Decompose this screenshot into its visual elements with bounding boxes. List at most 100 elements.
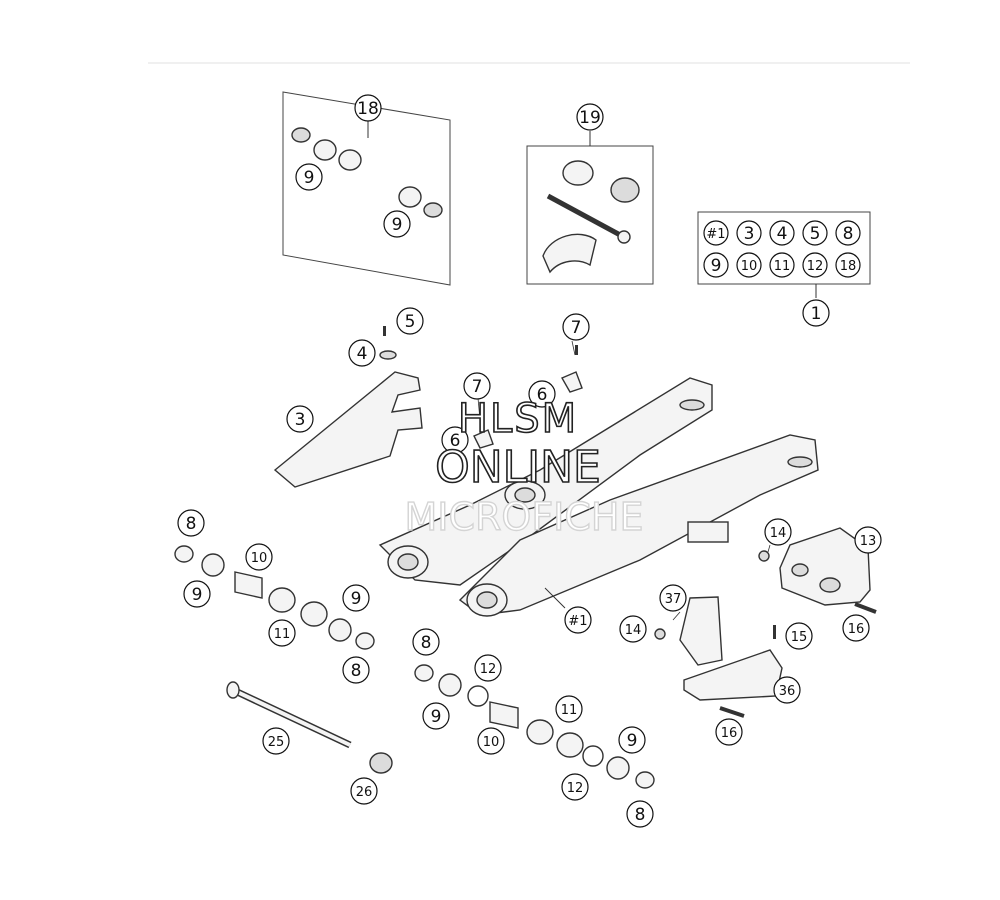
callout-12b: 12 bbox=[561, 773, 589, 801]
callout-5-label: 5 bbox=[405, 312, 416, 332]
callout-5: 5 bbox=[396, 307, 424, 335]
callout-9f: 9 bbox=[618, 726, 646, 754]
callout-12a: 12 bbox=[474, 654, 502, 682]
callout-4: 4 bbox=[348, 339, 376, 367]
fasteners-6-7 bbox=[473, 345, 583, 449]
chain-guide-13 bbox=[758, 527, 877, 614]
watermark-line-1: HLSM bbox=[458, 396, 578, 442]
callout-9c-label: 9 bbox=[192, 585, 203, 605]
callout-26-label: 26 bbox=[356, 785, 373, 800]
callout-14a: 14 bbox=[764, 518, 792, 546]
callout-14b: 14 bbox=[619, 615, 647, 643]
callout-1-label: 1 bbox=[811, 304, 822, 324]
callout-1: 1 bbox=[802, 299, 830, 327]
callout-7a: 7 bbox=[562, 313, 590, 341]
callout-9e: 9 bbox=[422, 702, 450, 730]
kit-callout-12: 12 bbox=[807, 259, 824, 274]
kit-19-group bbox=[526, 131, 654, 285]
callout-8a-label: 8 bbox=[186, 514, 197, 534]
callout-10a: 10 bbox=[245, 543, 273, 571]
callout-3-label: 3 bbox=[295, 410, 306, 430]
callout-6a: 6 bbox=[528, 380, 556, 408]
kit-callout-10: 10 bbox=[741, 259, 758, 274]
kit-callout-8: 8 bbox=[843, 224, 854, 244]
callout-8d: 8 bbox=[626, 800, 654, 828]
callout-15-label: 15 bbox=[791, 630, 808, 645]
callout-8b-label: 8 bbox=[351, 661, 362, 681]
kit-1-callouts: #1 3 4 5 8 9 10 11 12 18 bbox=[703, 220, 861, 278]
brackets-36-37 bbox=[654, 596, 783, 718]
callout-15: 15 bbox=[785, 622, 813, 650]
swingarm-body bbox=[378, 377, 819, 617]
callout-3: 3 bbox=[286, 405, 314, 433]
callout-12a-label: 12 bbox=[480, 662, 497, 677]
callout-7a-label: 7 bbox=[571, 318, 582, 338]
callout-1-main-label: #1 bbox=[568, 614, 587, 629]
kit-callout-4: 4 bbox=[777, 224, 788, 244]
callout-6b: 6 bbox=[441, 426, 469, 454]
callouts: 18 9 9 19 #1 3 4 5 8 9 10 11 12 18 1 5 4… bbox=[177, 94, 882, 828]
watermark: HLSM ONLINE MICROFICHE bbox=[404, 395, 644, 540]
kit-callout-5: 5 bbox=[810, 224, 821, 244]
kit-callout-9: 9 bbox=[711, 256, 722, 276]
callout-9d-label: 9 bbox=[351, 589, 362, 609]
callout-18-label: 18 bbox=[357, 99, 379, 119]
kit-callout-11: 11 bbox=[774, 259, 791, 274]
callout-11b-label: 11 bbox=[561, 703, 578, 718]
callout-9c: 9 bbox=[183, 580, 211, 608]
callout-16a-label: 16 bbox=[848, 622, 865, 637]
bearing-stack-lower bbox=[414, 664, 655, 789]
callout-19-label: 19 bbox=[579, 108, 601, 128]
callout-25: 25 bbox=[262, 727, 290, 755]
callout-37: 37 bbox=[659, 584, 687, 612]
kit-1-group bbox=[697, 211, 871, 298]
callout-13-label: 13 bbox=[860, 534, 877, 549]
callout-11b: 11 bbox=[555, 695, 583, 723]
callout-8c: 8 bbox=[412, 628, 440, 656]
callout-8d-label: 8 bbox=[635, 805, 646, 825]
callout-10a-label: 10 bbox=[251, 551, 268, 566]
kit-callout-18: 18 bbox=[840, 259, 857, 274]
callout-10b-label: 10 bbox=[483, 735, 500, 750]
callout-19: 19 bbox=[576, 103, 604, 131]
callout-6b-label: 6 bbox=[450, 431, 461, 451]
callout-25-label: 25 bbox=[268, 735, 285, 750]
callout-10b: 10 bbox=[477, 727, 505, 755]
kit-18-group bbox=[282, 91, 451, 286]
watermark-line-3: MICROFICHE bbox=[404, 495, 643, 539]
callout-8b: 8 bbox=[342, 656, 370, 684]
callout-9f-label: 9 bbox=[627, 731, 638, 751]
kit-callout-1: #1 bbox=[706, 227, 725, 242]
callout-11a-label: 11 bbox=[274, 627, 291, 642]
callout-9a-label: 9 bbox=[304, 168, 315, 188]
callout-36-label: 36 bbox=[779, 684, 796, 699]
axle-25-nut-26 bbox=[226, 681, 393, 774]
bearing-stack-left bbox=[174, 545, 375, 650]
callout-13: 13 bbox=[854, 526, 882, 554]
callout-18: 18 bbox=[354, 94, 382, 122]
callout-16b-label: 16 bbox=[721, 726, 738, 741]
callout-7b: 7 bbox=[463, 372, 491, 400]
callout-9d: 9 bbox=[342, 584, 370, 612]
callout-8a: 8 bbox=[177, 509, 205, 537]
leader-lines bbox=[477, 340, 771, 621]
callout-36: 36 bbox=[773, 676, 801, 704]
callout-16a: 16 bbox=[842, 614, 870, 642]
callout-14b-label: 14 bbox=[625, 623, 642, 638]
callout-9b: 9 bbox=[383, 210, 411, 238]
callout-9a: 9 bbox=[295, 163, 323, 191]
kit-callout-3: 3 bbox=[744, 224, 755, 244]
callout-7b-label: 7 bbox=[472, 377, 483, 397]
callout-4-label: 4 bbox=[357, 344, 368, 364]
callout-14a-label: 14 bbox=[770, 526, 787, 541]
callout-1-main: #1 bbox=[564, 606, 592, 634]
callout-16b: 16 bbox=[715, 718, 743, 746]
callout-26: 26 bbox=[350, 777, 378, 805]
callout-11a: 11 bbox=[268, 619, 296, 647]
callout-6a-label: 6 bbox=[537, 385, 548, 405]
callout-9b-label: 9 bbox=[392, 215, 403, 235]
chain-slider-3 bbox=[273, 326, 423, 488]
watermark-line-2: ONLINE bbox=[435, 442, 601, 493]
callout-9e-label: 9 bbox=[431, 707, 442, 727]
